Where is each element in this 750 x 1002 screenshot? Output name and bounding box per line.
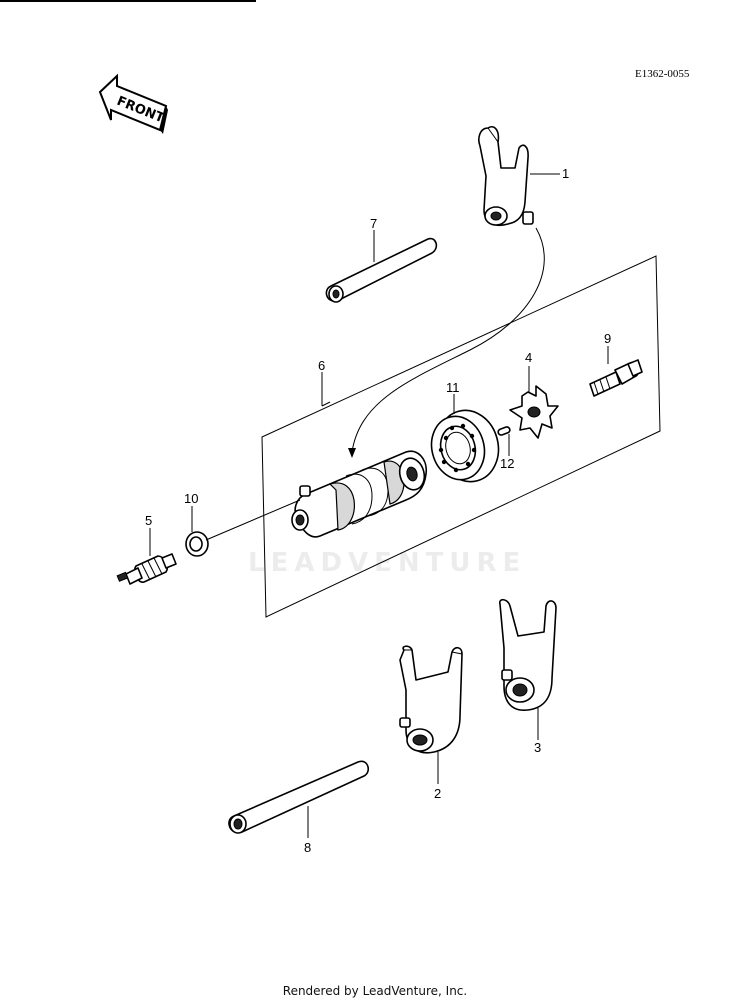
footer-credit: Rendered by LeadVenture, Inc.: [283, 984, 467, 998]
callout-4: 4: [525, 350, 532, 365]
callout-1: 1: [562, 166, 569, 181]
callout-11: 11: [446, 380, 460, 395]
callout-5: 5: [145, 513, 152, 528]
bolt-9: [589, 359, 643, 397]
callout-10: 10: [184, 491, 198, 506]
shift-fork-2: [399, 645, 463, 754]
callout-9: 9: [604, 331, 611, 346]
shaft-8: [228, 760, 370, 834]
shift-fork-3: [498, 598, 557, 711]
leader-lines: [149, 173, 609, 838]
callout-6: 6: [318, 358, 325, 373]
diagram-code: E1362-0055: [635, 68, 690, 80]
shift-drum: [291, 450, 428, 538]
bearing-11: [430, 409, 500, 483]
callout-12: 12: [500, 456, 514, 471]
shift-fork-1: [478, 126, 534, 226]
subassembly-box: [261, 255, 661, 618]
shaft-7: [325, 237, 438, 303]
watermark: LEADVENTURE: [248, 548, 526, 578]
callout-8: 8: [304, 840, 311, 855]
callout-7: 7: [370, 216, 377, 231]
callout-2: 2: [434, 786, 441, 801]
neutral-switch-5: [116, 553, 177, 585]
callouts: 1 2 3 4 5 6 7 8 9 10 11 12: [145, 166, 611, 855]
front-arrow-icon: FRONT: [98, 73, 168, 134]
callout-3: 3: [534, 740, 541, 755]
washer-10: [185, 531, 209, 557]
star-cam-4: [509, 385, 559, 439]
pin-12: [497, 426, 511, 436]
